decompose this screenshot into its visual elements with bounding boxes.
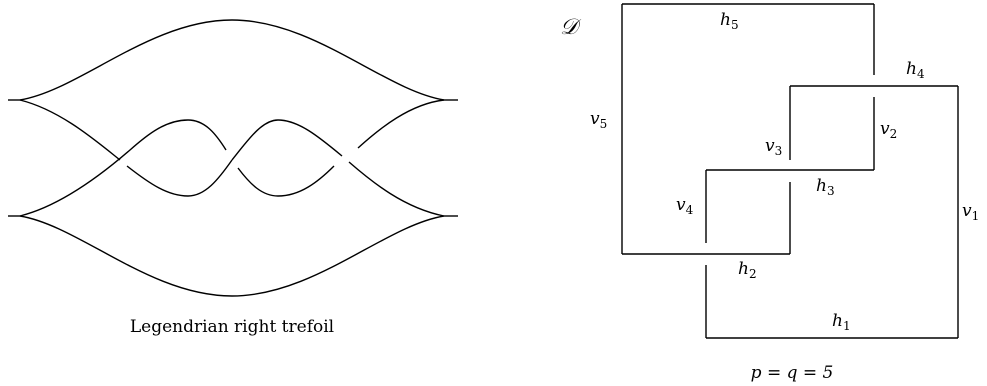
label-h3: h3 xyxy=(816,176,835,198)
strand-right-down-cont xyxy=(348,161,445,217)
outer-bottom-arc xyxy=(19,215,445,297)
grid-caption: p = q = 5 xyxy=(751,363,834,383)
label-h5: h5 xyxy=(720,10,739,32)
outer-top-arc xyxy=(19,19,445,101)
segment-labels: h5 h4 v5 v3 v2 h3 v4 v1 h2 h1 xyxy=(590,10,979,333)
legendrian-trefoil-diagram xyxy=(8,19,458,297)
strand-left-up xyxy=(19,119,227,217)
grid-diagram xyxy=(621,3,959,339)
label-h1: h1 xyxy=(832,311,851,333)
strand-middle-up-cont xyxy=(237,165,335,197)
label-v5: v5 xyxy=(590,109,607,131)
trefoil-caption: Legendrian right trefoil xyxy=(130,317,334,337)
strand-middle-right-down xyxy=(231,119,343,161)
label-v2: v2 xyxy=(880,119,897,141)
diagram-label-d: 𝒟 xyxy=(560,15,582,40)
label-v4: v4 xyxy=(676,195,694,217)
label-h2: h2 xyxy=(738,259,757,281)
strand-left-down-cont xyxy=(126,159,233,197)
label-v3: v3 xyxy=(765,136,782,158)
label-v1: v1 xyxy=(962,201,979,223)
strand-left-down xyxy=(19,99,121,161)
label-h4: h4 xyxy=(906,59,925,81)
strand-right-up xyxy=(357,99,445,149)
